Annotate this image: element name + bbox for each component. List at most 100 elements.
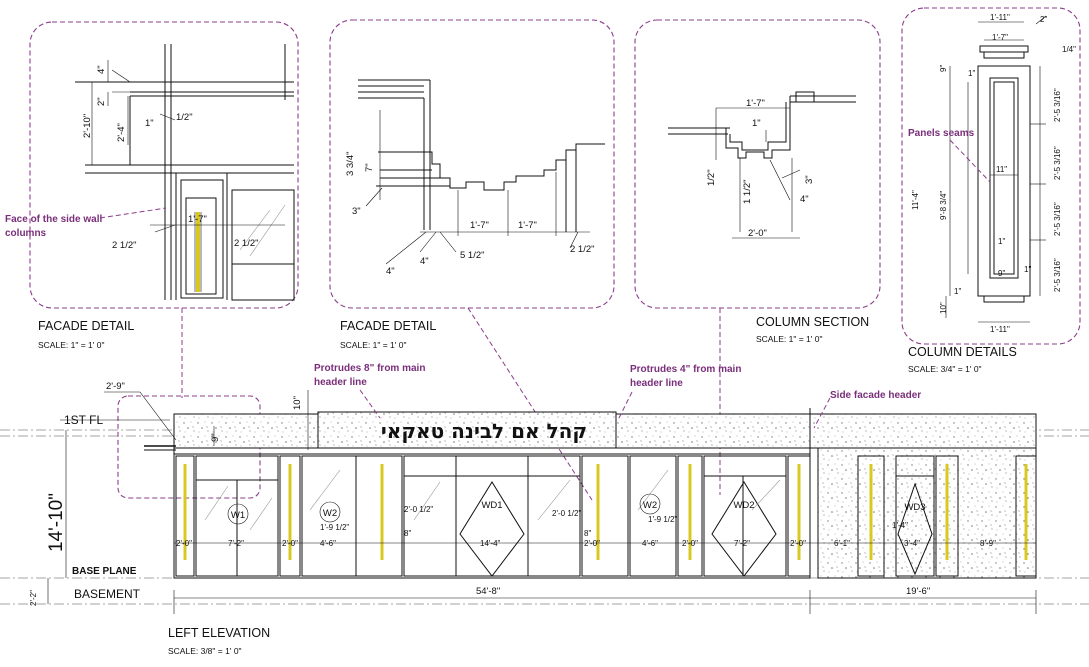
dimension-label: 2 1/2" xyxy=(234,238,259,249)
annotation-protrudes-8-line2: header line xyxy=(314,377,367,388)
dimension-label: 3" xyxy=(352,206,361,217)
window-tag-label: WD2 xyxy=(733,500,754,511)
dimension-label: 1 1/2" xyxy=(742,179,753,204)
pilasters xyxy=(175,455,1037,577)
annotation-side-facade-header: Side facade header xyxy=(830,390,921,401)
dimension-label: 6'-1" xyxy=(834,539,850,548)
dimension-label: 9" xyxy=(939,65,948,72)
dimension-label: 10" xyxy=(939,302,948,314)
detail-callout-box xyxy=(634,19,881,309)
window-tag xyxy=(319,501,341,523)
dimension-label: 9'-8 3/4" xyxy=(939,191,948,220)
view-scale: SCALE: 3/4" = 1' 0" xyxy=(908,364,982,374)
annotation-protrudes-4-line2: header line xyxy=(630,378,683,389)
view-title: LEFT ELEVATION xyxy=(168,626,270,640)
dimension-label: 1" xyxy=(1024,265,1031,274)
dimension-label: 1'-9 1/2" xyxy=(648,515,677,524)
level-label-base-plane: BASE PLANE xyxy=(72,566,137,577)
dimension-label: 2'-4" xyxy=(116,123,127,142)
view-title: COLUMN SECTION xyxy=(756,315,869,329)
annotation-face-side-wall: Face of the side wall xyxy=(5,214,102,225)
window-tag-label: WD3 xyxy=(904,502,925,513)
dimension-label: 2 1/2" xyxy=(570,244,595,255)
dimension-label: 1'-4" xyxy=(892,521,908,530)
facade-detail-2: 3 3/4" 7" 3" 4" 4" 5 1/2" 1'-7" 1'-7" 2 … xyxy=(329,19,615,350)
dimension-label: 11'-4" xyxy=(911,190,920,210)
view-title: COLUMN DETAILS xyxy=(908,345,1017,359)
detail-callout-box xyxy=(29,21,299,309)
dimension-label: 2'-5 3/16" xyxy=(1053,88,1062,122)
dimension-label: 2'-0 1/2" xyxy=(404,505,433,514)
dimension-label: 2'-0 1/2" xyxy=(552,509,581,518)
view-title: FACADE DETAIL xyxy=(38,319,134,333)
dimension-label: 2'-0" xyxy=(282,539,298,548)
dimension-label: 2'-5 3/16" xyxy=(1053,146,1062,180)
dimension-label: 1/2" xyxy=(176,112,193,123)
window-tag-label: W2 xyxy=(643,500,657,511)
hebrew-signage: קהל אם לבינה טאקאי xyxy=(381,419,587,443)
view-scale: SCALE: 1" = 1' 0" xyxy=(340,340,407,350)
dimension-label: 1" xyxy=(954,287,961,296)
window-tag-label: WD1 xyxy=(481,500,502,511)
facade-detail-1: 4" 2" 2'-10" 2'-4" 1" 1/2" 1'-7" 2 1/2" … xyxy=(5,21,299,350)
view-scale: SCALE: 1" = 1' 0" xyxy=(38,340,105,350)
level-label-first-floor: 1ST FL xyxy=(64,413,103,427)
detail-callout-box xyxy=(329,19,615,309)
dimension-label: 10" xyxy=(292,396,303,410)
dimension-label: 4" xyxy=(96,65,107,74)
dimension-label: 2 1/2" xyxy=(112,240,137,251)
dimension-label: 1/2" xyxy=(706,169,717,186)
dimension-label: 1" xyxy=(145,118,154,129)
dimension-label: 3" xyxy=(804,175,815,184)
dimension-label: 2" xyxy=(96,97,107,106)
dimension-label: 3 3/4" xyxy=(345,151,356,176)
dimension-label: 1'-7" xyxy=(746,98,765,109)
dimension-label: 4'-6" xyxy=(320,539,336,548)
window-tag-label: W1 xyxy=(231,510,245,521)
dimension-label: 1'-11" xyxy=(990,325,1010,334)
dimension-label: 1'-11" xyxy=(990,13,1010,22)
dimension-label: 2'-0" xyxy=(176,539,192,548)
dimension-label: 2'-0" xyxy=(682,539,698,548)
dimension-label: 1'-9 1/2" xyxy=(320,523,349,532)
view-title: FACADE DETAIL xyxy=(340,319,436,333)
view-scale: SCALE: 1" = 1' 0" xyxy=(756,334,823,344)
dimension-label: 2'-5 3/16" xyxy=(1053,258,1062,292)
left-elevation: קהל אם לבינה טאקאי xyxy=(0,363,1089,656)
dimension-label: 7'-2" xyxy=(228,539,244,548)
dimension-label: 1" xyxy=(998,237,1005,246)
dimension-label: 14'-4" xyxy=(480,539,501,548)
dimension-label: 8" xyxy=(584,529,591,538)
dimension-label: 7" xyxy=(364,163,375,172)
dimension-label: 54'-8" xyxy=(476,586,500,597)
dimension-label: 2'-9" xyxy=(106,381,125,392)
dimension-label: 8'-9" xyxy=(980,539,996,548)
dimension-label: 8" xyxy=(404,529,411,538)
window-tag-label: W2 xyxy=(323,508,337,519)
annotation-panels-seams: Panels seams xyxy=(908,128,975,139)
dimension-label: 4" xyxy=(800,194,809,205)
dimension-label: 4" xyxy=(386,266,395,277)
side-facade-wall xyxy=(817,447,1037,579)
dimension-label: 1'-7" xyxy=(518,220,537,231)
dimension-label: 2'-0" xyxy=(790,539,806,548)
dimension-label: 3'-4" xyxy=(904,539,920,548)
dimension-label: 2" xyxy=(1040,15,1047,24)
annotation-protrudes-8: Protrudes 8" from main xyxy=(314,363,425,374)
level-label-basement: BASEMENT xyxy=(74,587,141,601)
dimension-label: 1'-7" xyxy=(992,33,1008,42)
dimension-label-overall-height: 14'-10" xyxy=(46,493,67,552)
column-section: 1'-7" 1" 1/2" 1 1/2" 3" 4" 2'-0" COLUMN … xyxy=(634,19,881,344)
dimension-label: 9" xyxy=(998,269,1005,278)
dimension-label: 5 1/2" xyxy=(460,250,485,261)
detail-callout-box xyxy=(901,7,1081,345)
dimension-label: 2'-10" xyxy=(82,114,93,138)
protruding-sign-panel xyxy=(317,411,617,449)
dimension-label: 7'-2" xyxy=(734,539,750,548)
dimension-label: 2'-5 3/16" xyxy=(1053,202,1062,236)
dimension-label: 9" xyxy=(210,433,221,442)
dimension-label: 4'-6" xyxy=(642,539,658,548)
window-tag xyxy=(639,493,661,515)
dimension-label: 2'-0" xyxy=(584,539,600,548)
